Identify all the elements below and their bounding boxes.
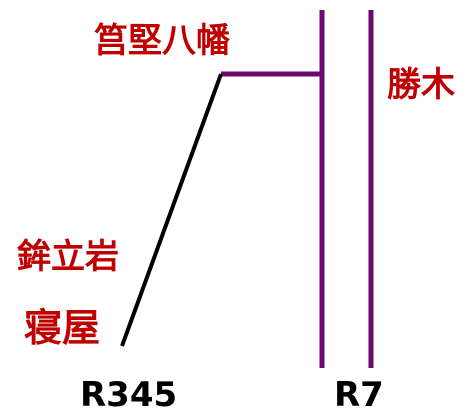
label-katsuki: 勝木 <box>387 65 455 105</box>
label-neya: 寝屋 <box>24 306 101 350</box>
r345-road-line <box>120 73 223 347</box>
label-hokotate-iwa: 鉾立岩 <box>17 237 119 277</box>
label-route-r345: R345 <box>80 375 178 415</box>
label-hamakochi-hachiman: 筥堅八幡 <box>94 21 230 61</box>
label-route-r7: R7 <box>334 375 384 415</box>
